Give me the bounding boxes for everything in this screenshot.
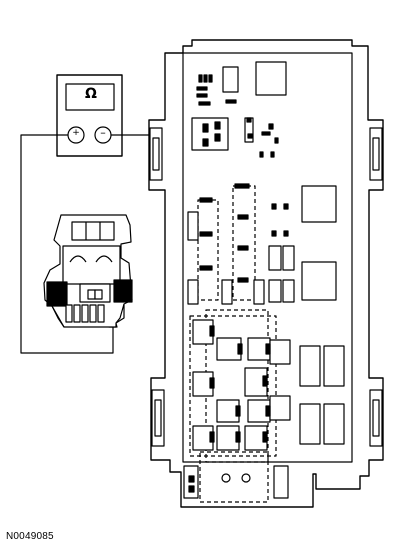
- ohm-symbol: Ω: [85, 86, 97, 102]
- ohmmeter: [56, 74, 123, 157]
- relay-connector: [43, 214, 133, 328]
- fuse-box: [148, 39, 384, 508]
- negative-terminal-label: –: [100, 126, 106, 139]
- positive-terminal-label: +: [72, 128, 80, 138]
- figure-reference-code: N0049085: [6, 531, 54, 542]
